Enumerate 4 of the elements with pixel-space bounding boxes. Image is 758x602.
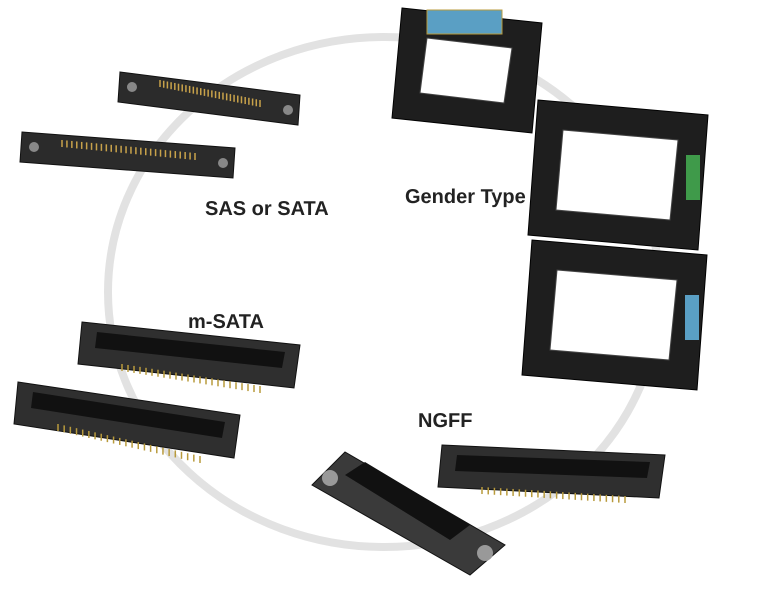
category-label: SAS or SATA bbox=[205, 198, 329, 221]
category-label: m-SATA bbox=[188, 311, 264, 334]
category-label: NGFF bbox=[418, 410, 472, 433]
category-label: Gender Type bbox=[405, 186, 526, 209]
